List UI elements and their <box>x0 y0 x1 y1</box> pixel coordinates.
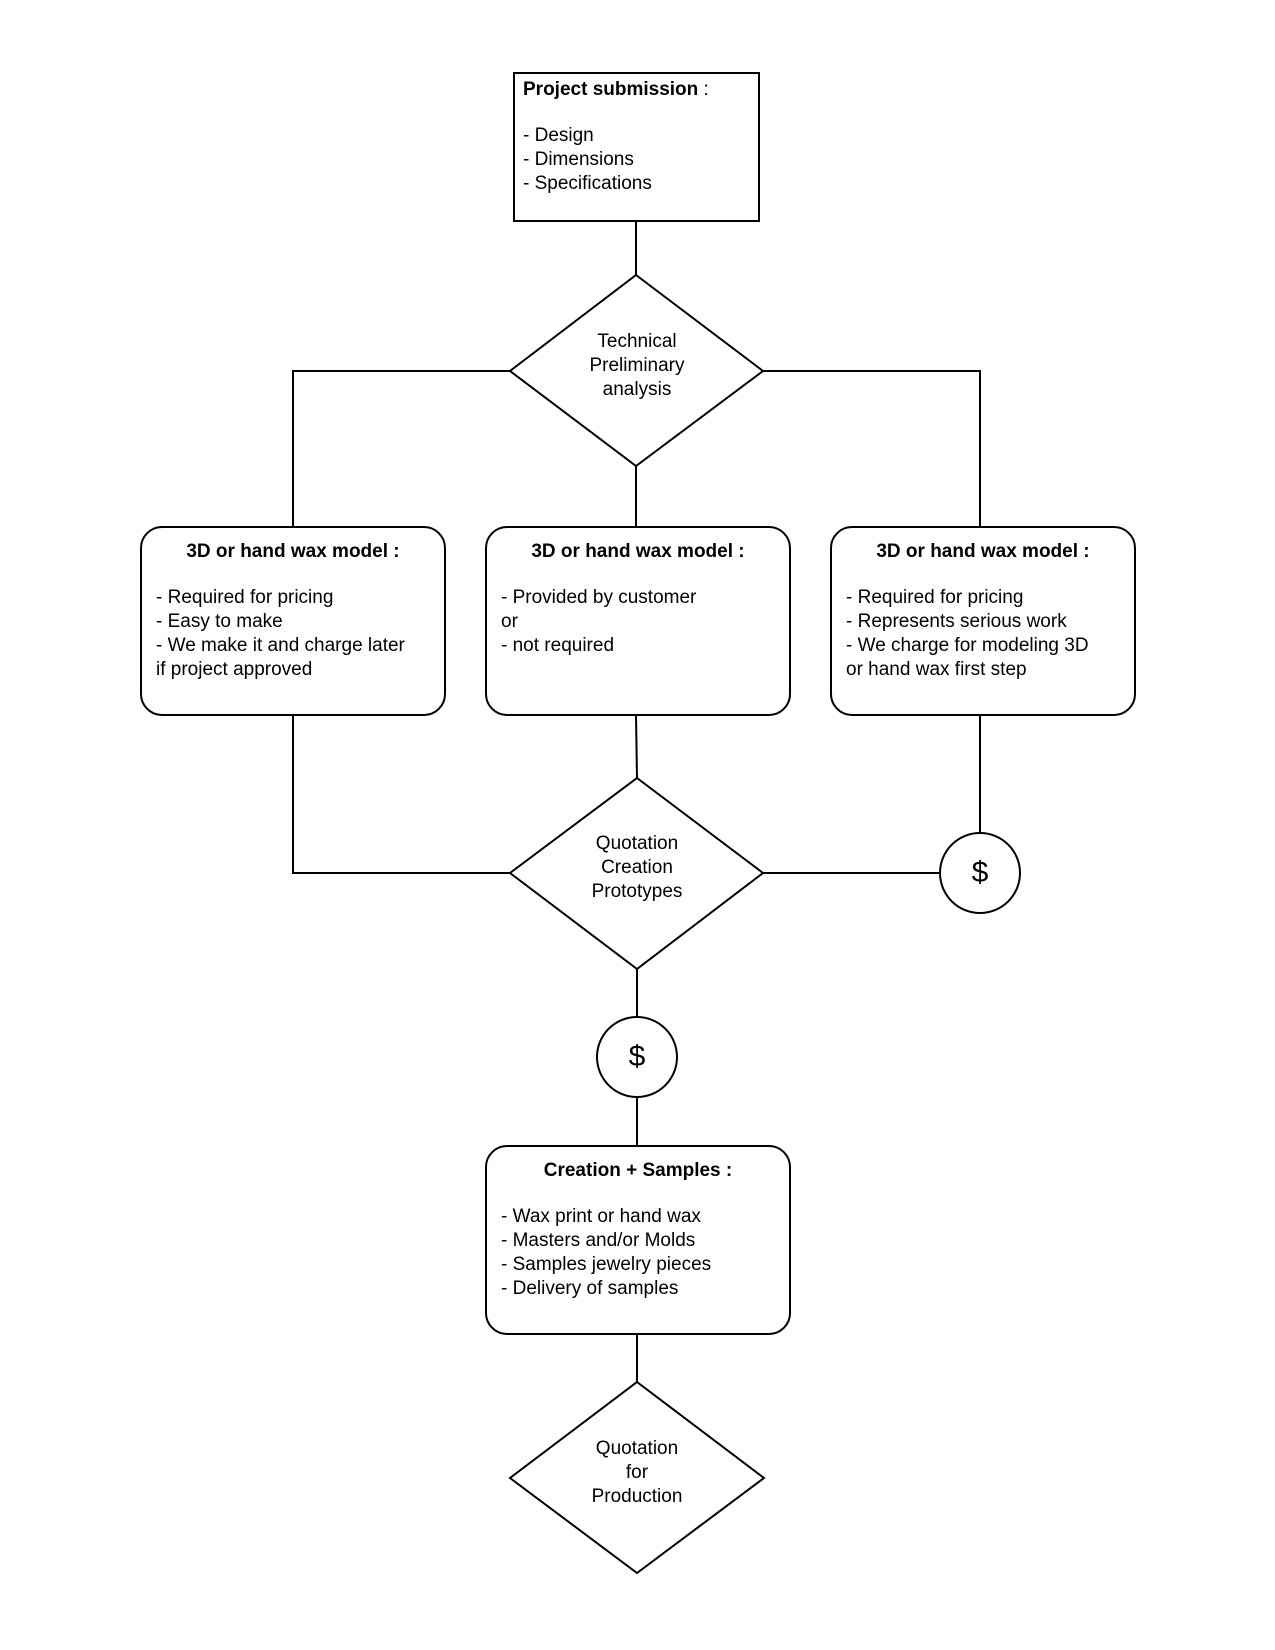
project-submission-heading: Project submission : <box>523 78 750 102</box>
diamond-label-line: Technical <box>597 331 677 352</box>
diamond-label-line: Prototypes <box>591 881 683 902</box>
connector-left-model-to-quotation <box>292 716 510 874</box>
creation-samples-title: Creation + Samples : <box>543 1160 733 1181</box>
list-item: - Samples jewelry pieces <box>501 1254 712 1275</box>
project-submission-title: Project submission <box>523 79 699 100</box>
quotation-prototypes-diamond <box>508 776 765 971</box>
diamond-label-line: Quotation <box>595 833 679 854</box>
list-item: - Easy to make <box>156 611 283 632</box>
diamond-label-line: Preliminary <box>589 355 685 376</box>
list-item: or <box>501 611 518 632</box>
creation-samples-box: Creation + Samples : - Wax print or hand… <box>485 1145 791 1335</box>
list-item: - not required <box>501 635 615 656</box>
list-item: - Specifications <box>523 173 652 194</box>
quotation-production-diamond <box>508 1380 766 1575</box>
list-item: - Required for pricing <box>846 587 1024 608</box>
project-submission-box: Project submission : - Design - Dimensio… <box>513 72 760 222</box>
diamond-label-line: analysis <box>602 379 672 400</box>
model-right-box: 3D or hand wax model : - Required for pr… <box>830 526 1136 716</box>
list-item: - Represents serious work <box>846 611 1067 632</box>
list-item: - Required for pricing <box>156 587 334 608</box>
list-item: - Wax print or hand wax <box>501 1206 701 1227</box>
connector-analysis-to-left-model <box>292 370 510 526</box>
list-item: or hand wax first step <box>846 659 1027 680</box>
connector-analysis-to-right-model <box>763 370 981 526</box>
model-left-list: - Required for pricing - Easy to make - … <box>156 586 430 682</box>
model-left-box: 3D or hand wax model : - Required for pr… <box>140 526 446 716</box>
payment-right-circle: $ <box>939 832 1021 914</box>
model-left-title: 3D or hand wax model : <box>186 541 400 562</box>
list-item: - Delivery of samples <box>501 1278 679 1299</box>
diamond-label-line: Production <box>591 1486 683 1507</box>
quotation-production-label: Quotation for Production <box>560 1437 714 1509</box>
model-right-title: 3D or hand wax model : <box>876 541 1090 562</box>
dollar-icon: $ <box>971 856 989 889</box>
model-center-title: 3D or hand wax model : <box>531 541 745 562</box>
technical-analysis-diamond <box>508 273 765 468</box>
technical-analysis-label: Technical Preliminary analysis <box>560 330 714 402</box>
quotation-prototypes-label: Quotation Creation Prototypes <box>560 832 714 904</box>
list-item: - Provided by customer <box>501 587 697 608</box>
list-item: - We make it and charge later <box>156 635 405 656</box>
list-item: - Masters and/or Molds <box>501 1230 696 1251</box>
payment-center-circle: $ <box>596 1016 678 1098</box>
model-center-list: - Provided by customer or - not required <box>501 586 775 658</box>
creation-samples-list: - Wax print or hand wax - Masters and/or… <box>501 1205 775 1301</box>
list-item: - We charge for modeling 3D <box>846 635 1089 656</box>
list-item: if project approved <box>156 659 313 680</box>
connector-center-model-to-quotation <box>635 715 638 779</box>
model-center-box: 3D or hand wax model : - Provided by cus… <box>485 526 791 716</box>
diamond-label-line: Quotation <box>595 1438 679 1459</box>
project-submission-title-suffix: : <box>698 79 709 100</box>
list-item: - Dimensions <box>523 149 634 170</box>
diamond-label-line: Creation <box>601 857 673 878</box>
dollar-icon: $ <box>628 1040 646 1073</box>
list-item: - Design <box>523 125 594 146</box>
model-right-list: - Required for pricing - Represents seri… <box>846 586 1120 682</box>
project-submission-list: - Design - Dimensions - Specifications <box>523 124 750 196</box>
diamond-label-line: for <box>625 1462 649 1483</box>
